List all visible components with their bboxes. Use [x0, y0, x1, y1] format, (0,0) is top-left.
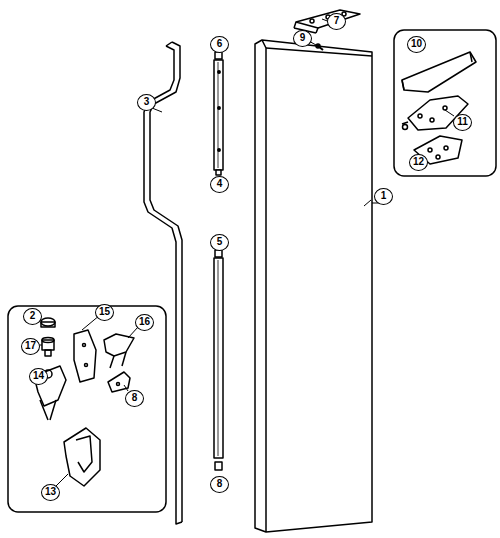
callout-number: 13	[41, 484, 60, 501]
callout-number: 6	[210, 36, 229, 53]
callout-number: 9	[293, 30, 312, 47]
callout-number: 8	[125, 390, 144, 407]
callout-number: 12	[409, 154, 428, 171]
callout-number: 8	[210, 476, 229, 493]
callout-number: 14	[29, 368, 48, 385]
callout-number: 16	[135, 314, 154, 331]
callout-number: 1	[374, 188, 393, 205]
callout-number: 7	[327, 13, 346, 30]
callout-number: 4	[210, 176, 229, 193]
callout-number: 15	[95, 304, 114, 321]
callout-number: 3	[137, 94, 156, 111]
callout-number: 17	[21, 338, 40, 355]
callout-number: 5	[210, 234, 229, 251]
callout-number: 11	[453, 114, 472, 131]
callout-number: 10	[407, 36, 426, 53]
callout-number: 2	[23, 308, 42, 325]
